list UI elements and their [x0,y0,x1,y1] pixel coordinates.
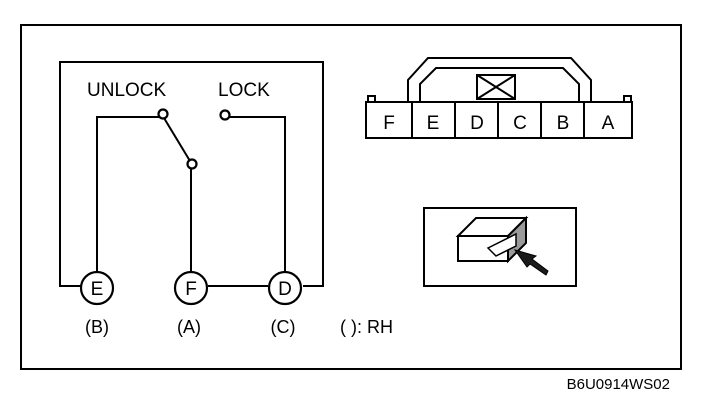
terminal-d: D [267,270,303,306]
figure-code: B6U0914WS02 [567,376,670,393]
pin-label: F [383,113,395,134]
terminal-e-label: E [91,279,104,300]
unlock-label: UNLOCK [87,80,167,101]
wire-e-to-unlock [96,116,160,272]
rh-note: ( ): RH [340,317,393,337]
pin-label: E [427,113,440,134]
connector-view-inset [423,207,577,287]
pin-label: B [557,113,570,134]
lock-window [476,74,516,100]
view-direction-arrow-icon [513,249,549,276]
pin-label: D [470,113,484,134]
connector-3d-opening [486,232,517,257]
connector-3d-side [507,215,527,264]
connector-tab-left [367,95,376,102]
connector-tab-right [623,95,632,102]
connector-face: F E D C B A [365,57,633,139]
inset-frame [423,207,577,287]
terminal-f-label: F [185,279,197,300]
terminal-f-rh-label: (A) [177,317,201,337]
pin-label: A [602,113,615,134]
terminal-e: E [79,270,115,306]
terminal-e-rh-label: (B) [85,317,109,337]
connector-latch-inner [419,67,580,102]
lock-contact [219,109,231,121]
terminal-d-label: D [278,279,292,300]
switch-lever [163,117,191,162]
terminal-d-rh-label: (C) [271,317,296,337]
switch-housing [59,61,324,287]
connector-latch-outer [407,57,592,102]
common-contact [186,158,198,170]
unlock-contact [157,108,169,120]
lock-label: LOCK [218,80,270,101]
lock-window-cross-b [476,74,516,100]
outer-frame [20,24,682,370]
pin-label: C [513,113,527,134]
terminal-f: F [173,270,209,306]
wire-lock-to-d [229,116,286,272]
